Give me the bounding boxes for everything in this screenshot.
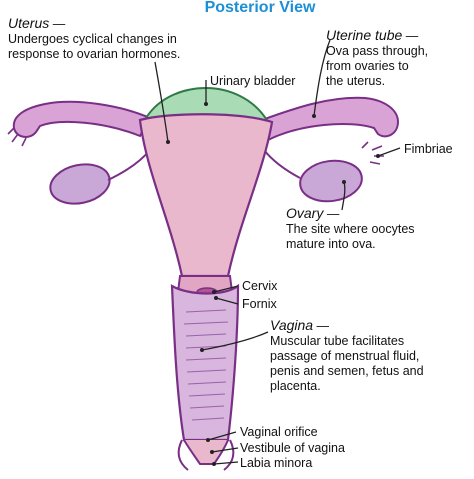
uterus-term: Uterus bbox=[8, 15, 50, 31]
ovary-dash: — bbox=[323, 207, 340, 221]
labia-minora-label: Labia minora bbox=[240, 456, 313, 470]
vagina-term: Vagina bbox=[270, 317, 314, 333]
ovary-desc-1: The site where oocytes bbox=[286, 222, 415, 236]
right-fimbriae bbox=[361, 141, 384, 165]
left-ovarian-ligament bbox=[107, 149, 151, 181]
ovary-desc-2: mature into ova. bbox=[286, 237, 376, 251]
ovary-label: Ovary — The site where oocytes mature in… bbox=[286, 206, 415, 252]
uterine-tube-desc-3: the uterus. bbox=[326, 74, 386, 88]
fornix-label: Fornix bbox=[242, 297, 277, 311]
uterine-tube-label: Uterine tube — Ova pass through, from ov… bbox=[326, 28, 428, 89]
uterus-body bbox=[138, 113, 274, 278]
cervix-label: Cervix bbox=[242, 279, 278, 293]
uterine-tube-dash: — bbox=[402, 29, 419, 43]
uterus-dash: — bbox=[49, 17, 66, 31]
vaginal-orifice-shape bbox=[183, 439, 229, 465]
vagina-desc-4: placenta. bbox=[270, 379, 321, 393]
vagina-desc-3: penis and semen, fetus and bbox=[270, 364, 424, 378]
uterus-desc-1: Undergoes cyclical changes in bbox=[8, 32, 177, 46]
left-ovary bbox=[49, 163, 111, 205]
labia-minora-shape bbox=[177, 439, 235, 471]
right-ovarian-ligament bbox=[263, 149, 301, 179]
uterine-tube-desc-2: from ovaries to bbox=[326, 59, 409, 73]
leader-lines bbox=[154, 39, 401, 465]
uterine-tube-term: Uterine tube bbox=[326, 27, 403, 43]
left-uterine-tube bbox=[12, 100, 152, 138]
vagina-shape bbox=[170, 283, 240, 442]
vagina-dash: — bbox=[313, 319, 330, 333]
right-ovary bbox=[299, 159, 363, 203]
vaginal-rugae bbox=[183, 309, 229, 421]
urinary-bladder-label: Urinary bladder bbox=[210, 74, 296, 88]
vagina-desc-1: Muscular tube facilitates bbox=[270, 334, 405, 348]
diagram-title: Posterior View bbox=[204, 0, 316, 16]
uterus-desc-2: response to ovarian hormones. bbox=[8, 47, 181, 61]
vestibule-label: Vestibule of vagina bbox=[240, 441, 345, 455]
uterine-tube-desc-1: Ova pass through, bbox=[326, 44, 429, 58]
ovary-term: Ovary bbox=[286, 205, 324, 221]
vaginal-orifice-label: Vaginal orifice bbox=[240, 425, 318, 439]
leader-dots bbox=[166, 102, 380, 466]
vagina-label: Vagina — Muscular tube facilitates passa… bbox=[270, 318, 424, 394]
vagina-desc-2: passage of menstrual fluid, bbox=[270, 349, 420, 363]
uterus-label: Uterus — Undergoes cyclical changes in r… bbox=[8, 16, 180, 62]
left-fimbriae bbox=[7, 127, 27, 147]
right-uterine-tube bbox=[260, 96, 400, 142]
fimbriae-label: Fimbriae bbox=[404, 142, 453, 156]
